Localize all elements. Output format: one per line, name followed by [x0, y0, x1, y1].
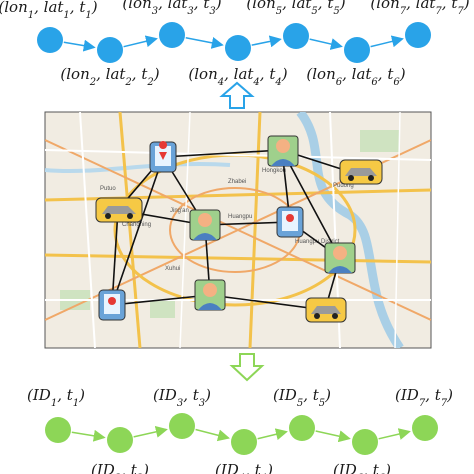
sequence-node — [405, 22, 431, 48]
node-label: (ID4, t4) — [215, 461, 273, 474]
city-map: Putuo Changning Jing'an Zhabei Hongkou H… — [44, 111, 432, 349]
sequence-node — [37, 27, 63, 53]
person-icon — [267, 135, 299, 167]
sequence-edge — [123, 35, 158, 48]
sequence-node — [107, 427, 133, 453]
sequence-node — [412, 415, 438, 441]
node-label: (lon2, lat2, t2) — [60, 65, 159, 88]
place-label: Zhabei — [228, 179, 246, 185]
phone-icon — [276, 206, 304, 238]
node-label: (lon3, lat3, t3) — [122, 0, 221, 17]
place-label: Jing'an — [170, 208, 189, 214]
car-icon — [339, 159, 383, 185]
sequence-edge — [309, 38, 343, 50]
sequence-node — [289, 415, 315, 441]
node-label: (lon4, lat4, t4) — [188, 65, 287, 88]
network-edges — [111, 149, 361, 311]
sequence-edge — [315, 430, 351, 443]
node-label: (ID6, t6) — [333, 461, 391, 474]
car-icon — [305, 297, 347, 323]
sequence-node — [225, 35, 251, 61]
down-hollow-arrow — [229, 353, 265, 382]
gps-trajectory-sequence: (lon1, lat1, t1) (lon3, lat3, t3) (lon5, l… — [0, 0, 470, 88]
person-icon — [194, 279, 226, 311]
sequence-node — [169, 413, 195, 439]
phone-icon — [149, 141, 177, 173]
sequence-edge — [63, 39, 96, 52]
place-label: Changning — [122, 222, 151, 228]
sequence-node — [283, 23, 309, 49]
place-label: Huangpu — [228, 214, 252, 220]
id-trajectory-sequence: (ID1, t1) (ID3, t3) (ID5, t5) (ID7, t7) (ID2… — [27, 386, 453, 474]
sequence-edge — [257, 428, 288, 441]
sequence-edge — [370, 35, 404, 48]
node-label: (ID5, t5) — [273, 386, 331, 409]
sequence-edge — [133, 425, 168, 438]
node-label: (lon6, lat6, t6) — [306, 65, 405, 88]
sequence-node — [352, 429, 378, 455]
up-hollow-arrow — [219, 81, 255, 109]
node-label: (ID2, t2) — [91, 461, 149, 474]
node-label: (lon5, lat5, t5) — [246, 0, 345, 17]
sequence-edge — [378, 428, 411, 440]
car-icon — [95, 197, 143, 223]
place-label: Pudong — [333, 183, 354, 189]
sequence-node — [344, 37, 370, 63]
person-icon — [189, 209, 221, 241]
node-label: (lon7, lat7, t7) — [370, 0, 469, 17]
node-label: (ID7, t7) — [395, 386, 453, 409]
node-label: (ID1, t1) — [27, 386, 85, 409]
place-label: Xuhui — [165, 266, 180, 272]
place-label: Hongkou — [262, 168, 286, 174]
phone-icon — [98, 289, 126, 321]
sequence-node — [45, 417, 71, 443]
sequence-edge — [71, 429, 106, 442]
sequence-edge — [251, 35, 282, 48]
sequence-edge — [195, 428, 230, 442]
place-label: Putuo — [100, 186, 116, 192]
sequence-node — [231, 429, 257, 455]
person-icon — [324, 242, 356, 274]
sequence-edge — [185, 36, 224, 49]
sequence-node — [159, 22, 185, 48]
node-label: (lon1, lat1, t1) — [0, 0, 98, 21]
node-label: (ID3, t3) — [153, 386, 211, 409]
sequence-node — [97, 37, 123, 63]
